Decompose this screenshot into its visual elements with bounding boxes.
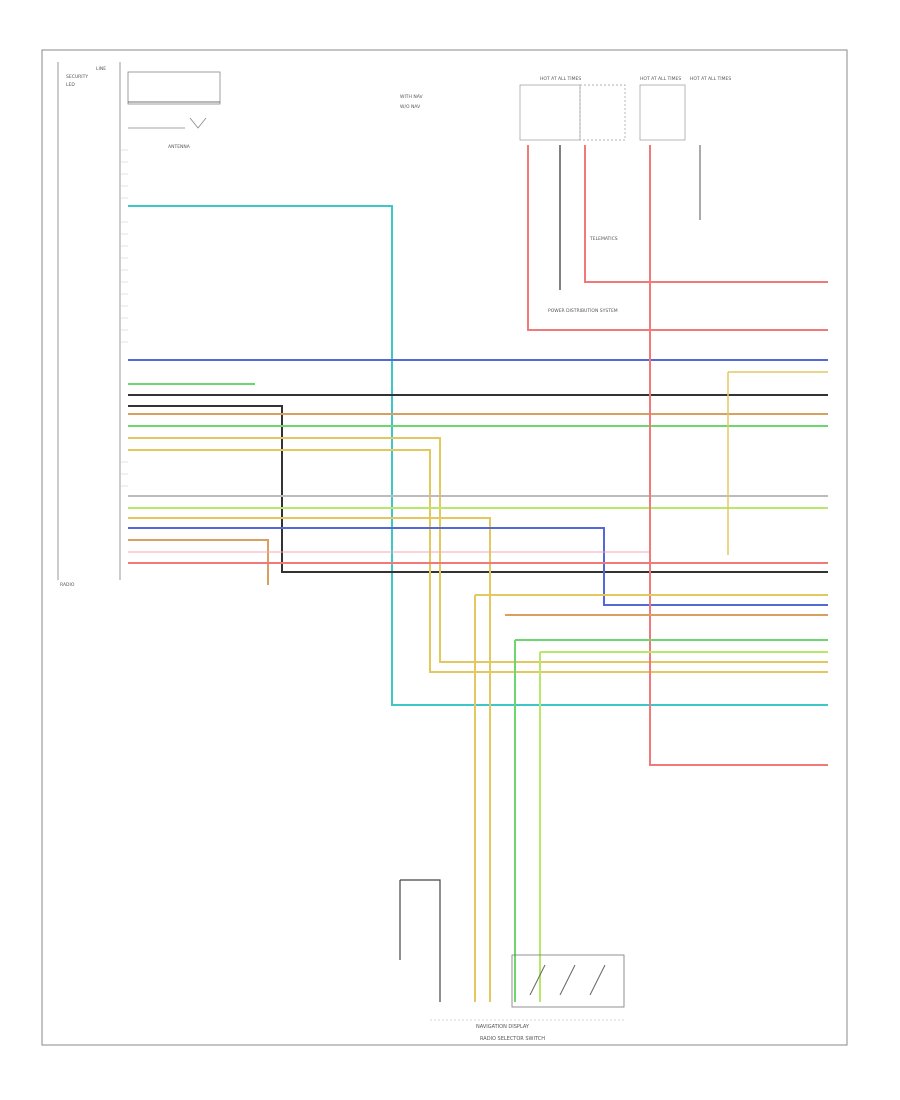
wire-blue-lower xyxy=(128,527,828,606)
legend: WITH NAV W/O NAV xyxy=(400,94,423,110)
legend-item-without-nav: W/O NAV xyxy=(400,104,421,110)
security-led-loop xyxy=(127,71,221,105)
connector-box-1 xyxy=(519,84,581,141)
bottom-ground-wire xyxy=(399,879,441,1002)
wire-orange-short xyxy=(128,539,269,585)
telematics-label: TELEMATICS xyxy=(589,236,618,242)
bottom-caption: RADIO SELECTOR SWITCH xyxy=(480,1036,545,1042)
legend-item-with-nav: WITH NAV xyxy=(400,94,423,100)
bottom-module-label: NAVIGATION DISPLAY xyxy=(476,1024,530,1030)
radio-module: LINE SECURITY LED RADIO ANTENNA xyxy=(57,62,221,588)
connector-label-3: HOT AT ALL TIMES xyxy=(690,76,731,82)
wire-red-3 xyxy=(649,145,828,766)
connector-box-2 xyxy=(579,84,626,141)
connector-box-3 xyxy=(639,84,686,141)
wires xyxy=(128,145,828,1002)
connector-label-2: HOT AT ALL TIMES xyxy=(640,76,681,82)
connector-label-1: HOT AT ALL TIMES xyxy=(540,76,581,82)
wire-dark-2 xyxy=(128,405,828,573)
radio-pin-ticks xyxy=(120,149,128,487)
antenna-label: ANTENNA xyxy=(168,144,191,150)
wire-cyan xyxy=(128,205,828,706)
radio-top-label-2: SECURITY xyxy=(66,74,88,80)
wire-yellow-2 xyxy=(128,449,828,673)
diagram-frame xyxy=(41,49,848,1046)
antenna-icon xyxy=(128,117,207,129)
top-connectors: HOT AT ALL TIMES HOT AT ALL TIMES HOT AT… xyxy=(519,76,731,141)
wire-yellow-1 xyxy=(128,437,828,663)
bottom-module: NAVIGATION DISPLAY RADIO SELECTOR SWITCH xyxy=(399,879,625,1042)
radio-module-label: RADIO xyxy=(60,582,75,588)
switch-box xyxy=(511,954,625,1008)
switch-contacts-icon xyxy=(529,964,606,996)
radio-top-label-3: LED xyxy=(66,82,75,88)
wire-yellow-bottom xyxy=(128,517,491,1002)
radio-top-label-1: LINE xyxy=(96,66,106,72)
wire-red-1 xyxy=(527,145,828,331)
wire-red-2 xyxy=(584,145,828,283)
ground-distribution-label: POWER DISTRIBUTION SYSTEM xyxy=(548,308,618,314)
